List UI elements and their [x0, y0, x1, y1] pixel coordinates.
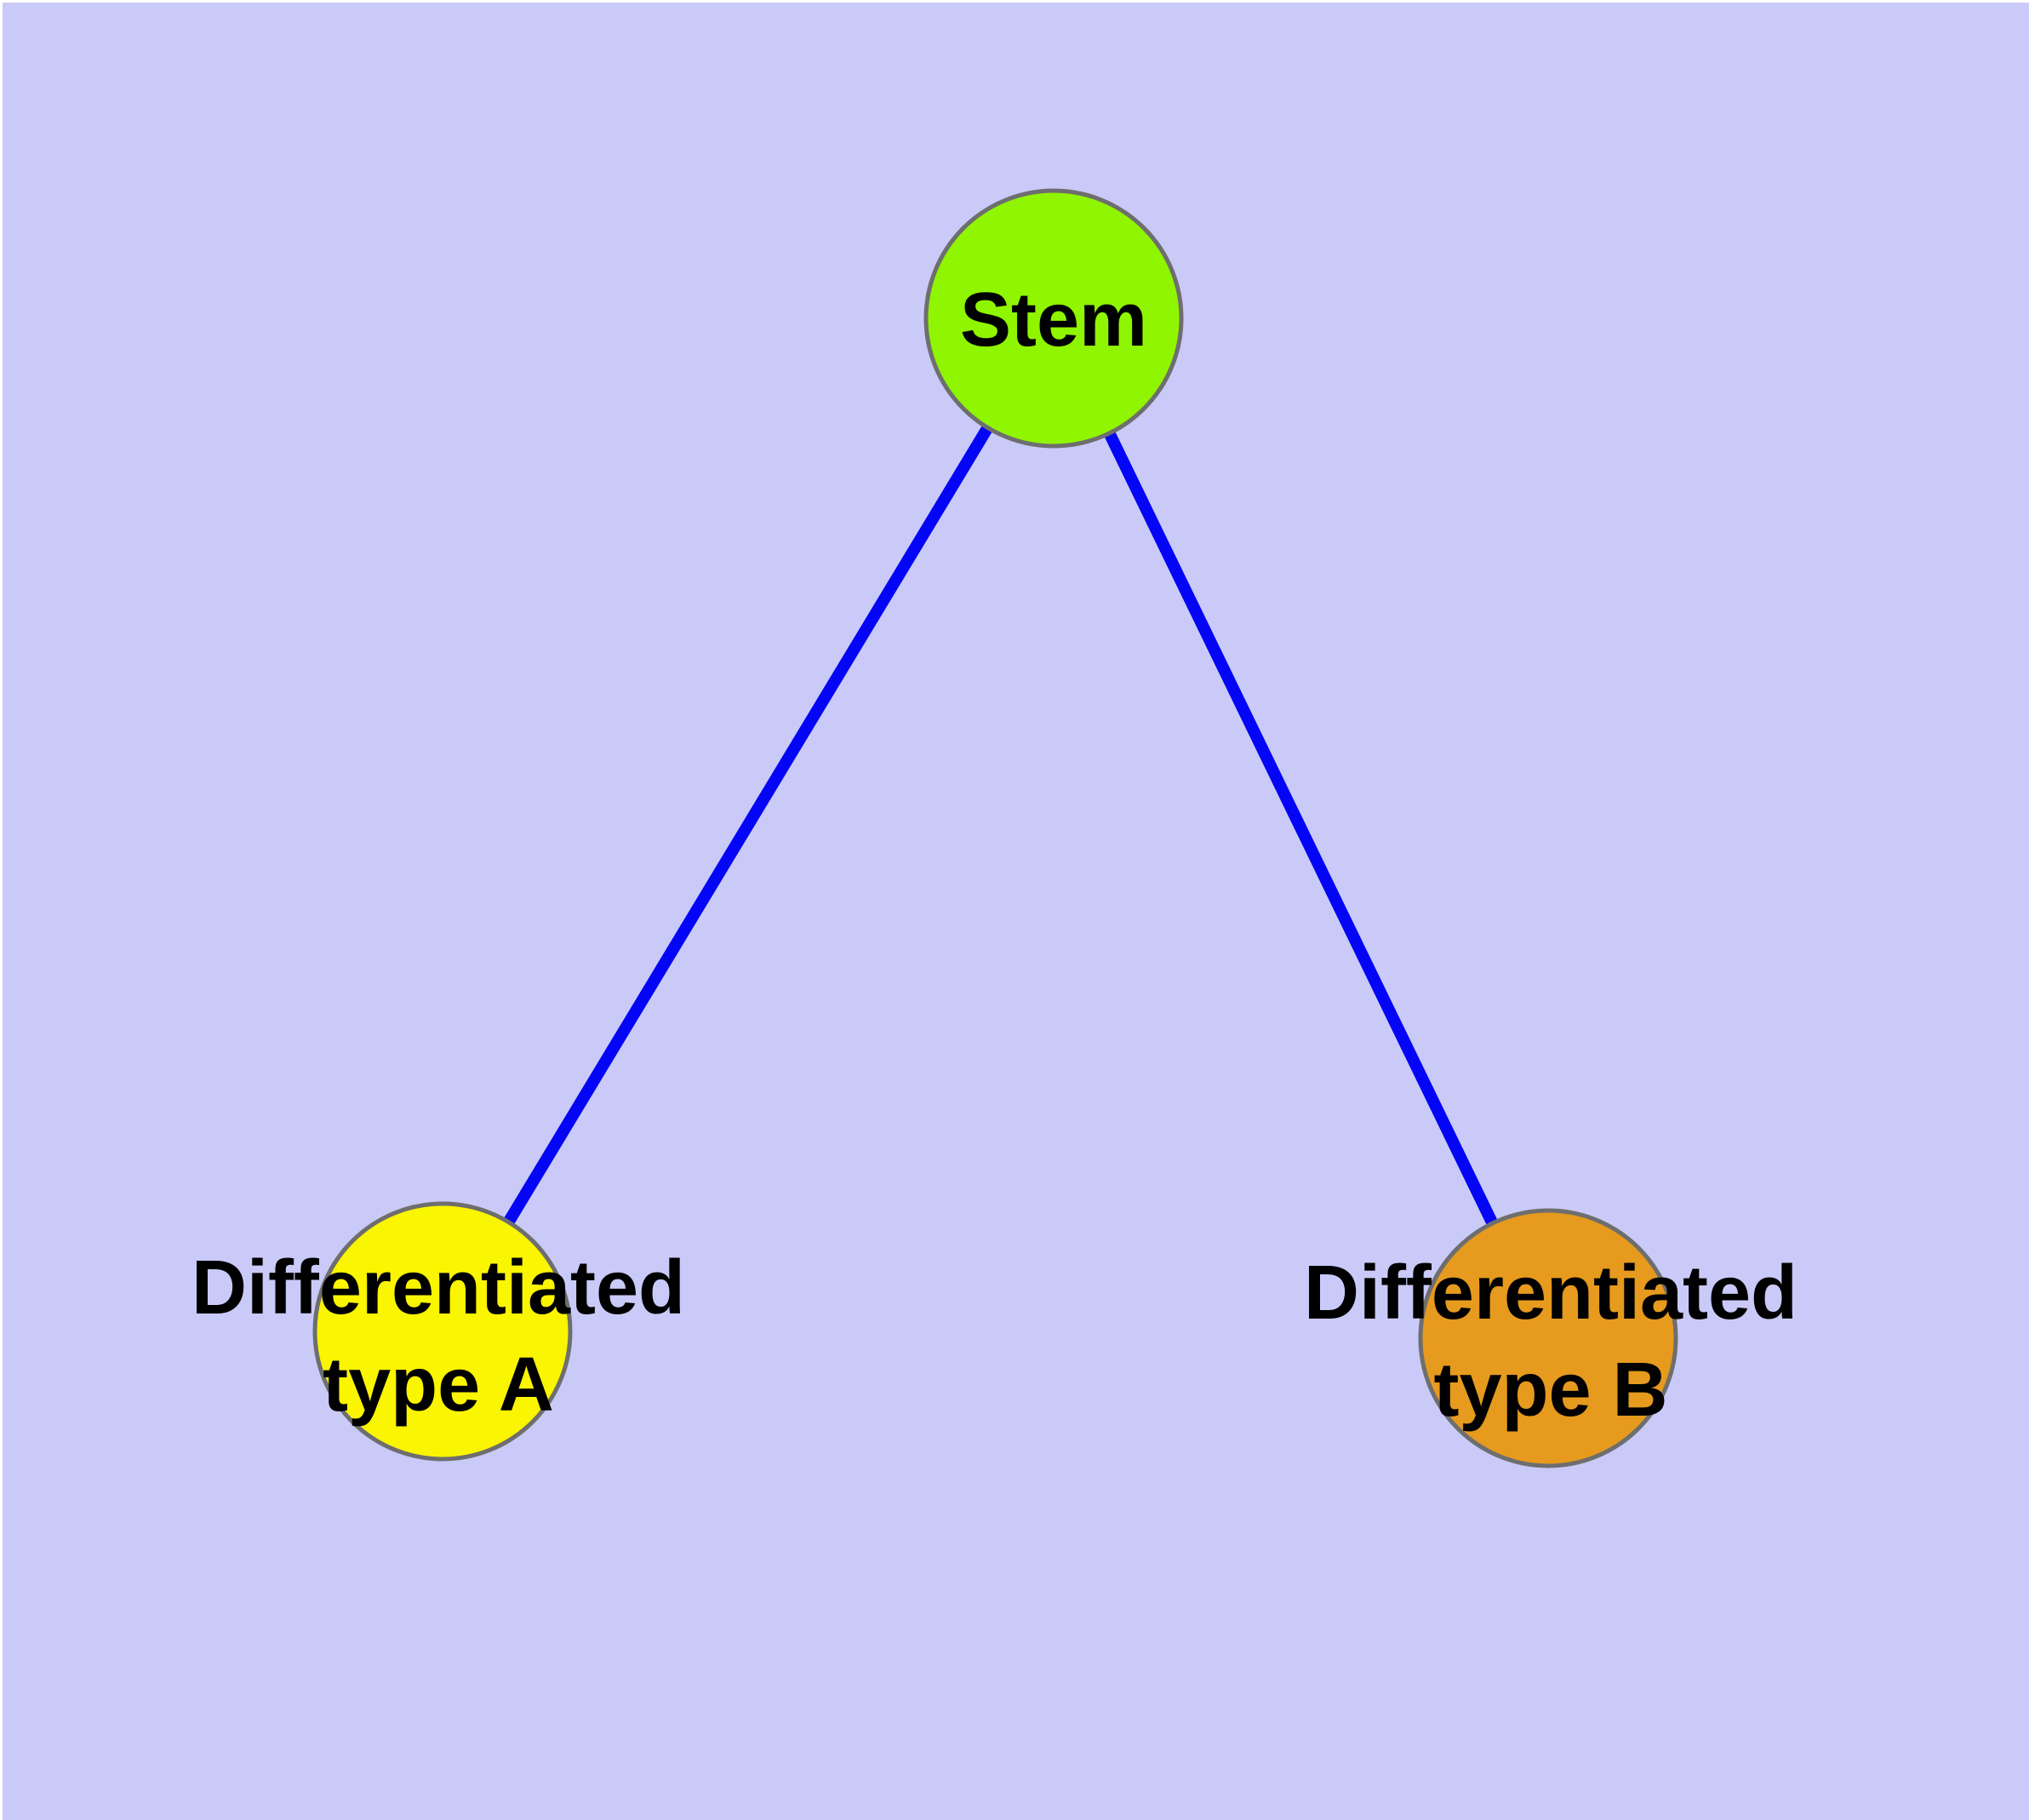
edge-stem-type-b — [1048, 315, 1554, 1342]
edge-stem-type-a — [437, 315, 1059, 1335]
node-type-b[interactable] — [1418, 1208, 1678, 1468]
node-type-a[interactable] — [312, 1201, 573, 1462]
node-stem[interactable] — [923, 188, 1184, 449]
